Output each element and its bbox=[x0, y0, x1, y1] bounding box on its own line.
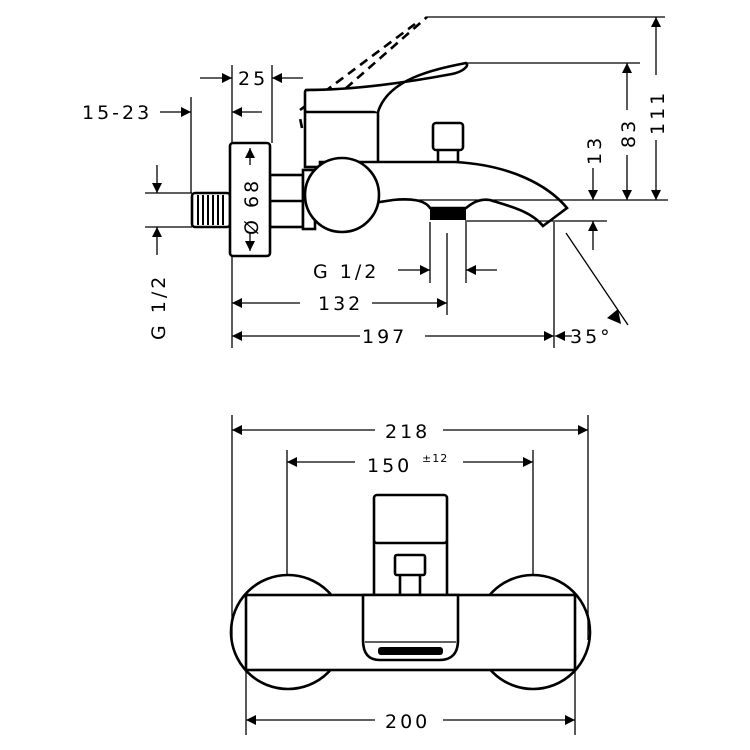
spout-front bbox=[361, 593, 460, 662]
diverter-stem-front bbox=[398, 572, 422, 597]
dim-d68: Ø 68 bbox=[241, 178, 263, 235]
dim-g12-inlet: G 1/2 bbox=[148, 274, 170, 340]
dim-132: 132 bbox=[318, 293, 363, 315]
dim-197: 197 bbox=[362, 326, 407, 348]
diverter-knob-front bbox=[393, 553, 427, 577]
dim-150: 150 bbox=[367, 455, 412, 477]
lever bbox=[304, 61, 469, 113]
dim-35deg: 35° bbox=[570, 326, 613, 348]
dim-111: 111 bbox=[647, 90, 669, 135]
dim-15-23: 15-23 bbox=[82, 102, 152, 124]
aerator-front bbox=[378, 647, 443, 655]
body-circle bbox=[303, 156, 381, 234]
dim-13: 13 bbox=[584, 135, 606, 165]
dim-83: 83 bbox=[618, 118, 640, 148]
dim-200: 200 bbox=[385, 711, 430, 733]
dim-25: 25 bbox=[238, 68, 268, 90]
diverter-knob bbox=[431, 121, 465, 152]
cartridge-cap-front bbox=[372, 493, 449, 545]
front-view: 218 150 ±12 200 bbox=[229, 415, 592, 735]
dim-g12-outlet: G 1/2 bbox=[313, 261, 379, 283]
dim-150-tolerance: ±12 bbox=[422, 452, 448, 465]
dim-218: 218 bbox=[385, 421, 430, 443]
side-view: Ø 68 111 83 13 25 15-23 G 1/2 bbox=[82, 16, 669, 348]
escutcheon bbox=[228, 141, 272, 258]
aerator bbox=[430, 208, 466, 220]
